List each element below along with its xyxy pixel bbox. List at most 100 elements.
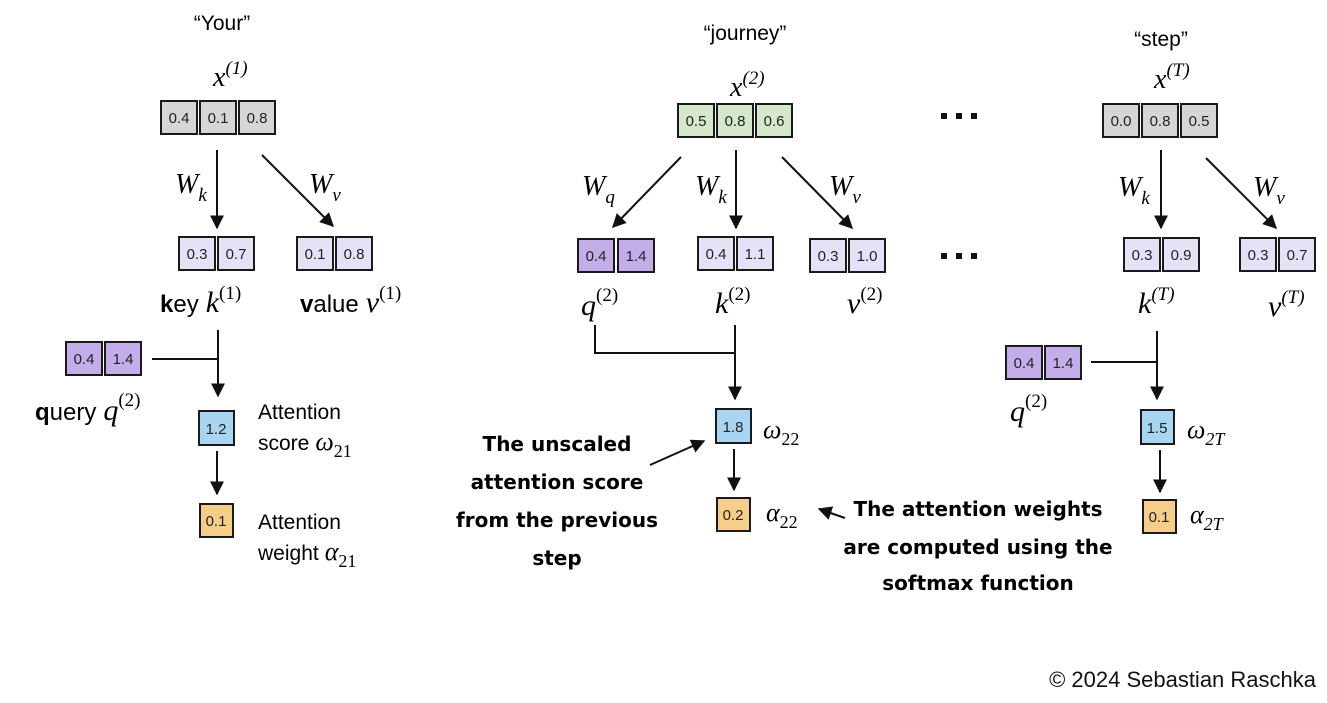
token-word: “journey”: [704, 22, 787, 45]
value-vector: 0.1 0.8: [296, 236, 373, 271]
value-cell: [296, 236, 334, 271]
query-value: 0.4: [586, 248, 607, 265]
key-label: k(T): [1138, 284, 1175, 320]
wv-label: Wv: [309, 169, 341, 206]
input-value: 0.8: [1150, 113, 1171, 130]
annotation-line: step: [532, 546, 581, 570]
value-projection-arrow: [781, 156, 853, 229]
input-vector: 0.4 0.1 0.8: [160, 100, 276, 135]
input-label: x(2): [729, 68, 765, 103]
value-cell: [1278, 237, 1316, 272]
annotation-arrow: [649, 439, 706, 466]
token-word: “step”: [1134, 28, 1188, 51]
query-value: 1.4: [626, 248, 647, 265]
annotation-line: attention score: [471, 470, 644, 494]
annotation-line: The attention weights: [853, 497, 1102, 521]
key-value: 0.9: [1171, 247, 1192, 264]
value-vector: 0.3 1.0: [809, 238, 886, 273]
score-cell: [1140, 409, 1175, 445]
input-value: 0.8: [247, 110, 268, 127]
weight-label: α2T: [1190, 500, 1225, 534]
wk-label: Wk: [175, 169, 207, 206]
input-cell: [199, 100, 237, 135]
input-value: 0.6: [764, 113, 785, 130]
annotation-arrow: [817, 506, 846, 520]
value-value: 0.7: [1287, 247, 1308, 264]
query-value: 1.4: [1053, 355, 1074, 372]
value-value: 0.8: [344, 246, 365, 263]
value-projection-arrow: [1205, 157, 1277, 229]
input-cell: [238, 100, 276, 135]
value-cell: [848, 238, 886, 273]
input-value: 0.4: [169, 110, 190, 127]
score-cell: [198, 410, 235, 446]
annotation-line: softmax function: [882, 571, 1074, 595]
score-value: 1.8: [723, 419, 744, 436]
key-vector: 0.3 0.9: [1123, 237, 1200, 272]
key-cell: [697, 236, 735, 271]
token-column-your: “Your” x(1) 0.4 0.1 0.8 Wk Wv 0.3 0.7 0.…: [35, 12, 401, 571]
wv-label: Wv: [829, 171, 861, 208]
input-value: 0.5: [686, 113, 707, 130]
value-value: 0.1: [305, 246, 326, 263]
key-cell: [1162, 237, 1200, 272]
weight-cell: [716, 497, 751, 532]
value-value: 0.3: [818, 248, 839, 265]
key-cell: [736, 236, 774, 271]
score-cell: [715, 408, 752, 444]
weight-caption: Attention: [258, 511, 341, 534]
value-label: v(2): [847, 284, 882, 320]
key-vector: 0.3 0.7: [178, 236, 255, 271]
query-cell: [1005, 345, 1043, 380]
input-value: 0.1: [208, 110, 229, 127]
ellipsis-dot: [956, 113, 962, 119]
query-connector: [594, 325, 735, 354]
query-vector: 0.4 1.4: [1005, 345, 1082, 380]
key-label: k(2): [715, 284, 750, 320]
annotation-line: are computed using the: [843, 535, 1112, 559]
weight-cell: [1142, 499, 1177, 534]
value-value: 0.3: [1248, 247, 1269, 264]
input-value: 0.5: [1189, 113, 1210, 130]
ellipsis-dot: [971, 113, 977, 119]
input-vector: 0.0 0.8 0.5: [1102, 103, 1218, 138]
ellipsis-middle: [941, 253, 977, 259]
weight-value: 0.1: [206, 513, 227, 530]
key-value: 1.1: [745, 246, 766, 263]
query-cell: [617, 238, 655, 273]
annotation-line: The unscaled: [483, 432, 632, 456]
value-label: v(T): [1268, 287, 1305, 323]
value-cell: [335, 236, 373, 271]
score-annotation: The unscaled attention score from the pr…: [456, 432, 706, 570]
input-value: 0.8: [725, 113, 746, 130]
wv-label: Wv: [1253, 172, 1285, 209]
ellipsis-top: [941, 113, 977, 119]
value-projection-arrow: [261, 154, 334, 227]
query-vector: 0.4 1.4: [65, 341, 142, 376]
key-cell: [178, 236, 216, 271]
score-value: 1.2: [206, 421, 227, 438]
key-value: 0.4: [706, 246, 727, 263]
input-cell: [1102, 103, 1140, 138]
key-value: 0.3: [1132, 247, 1153, 264]
score-value: 1.5: [1147, 420, 1168, 437]
annotation-line: from the previous: [456, 508, 658, 532]
input-cell: [1141, 103, 1179, 138]
input-cell: [1180, 103, 1218, 138]
value-value: 1.0: [857, 248, 878, 265]
token-column-step: “step” x(T) 0.0 0.8 0.5 Wk Wv 0.3 0.9 0.…: [1005, 28, 1316, 534]
query-value: 1.4: [113, 351, 134, 368]
value-cell: [809, 238, 847, 273]
ellipsis-dot: [941, 113, 947, 119]
input-vector: 0.5 0.8 0.6: [677, 103, 793, 138]
query-cell: [577, 238, 615, 273]
input-label: x(T): [1153, 60, 1190, 95]
input-cell: [716, 103, 754, 138]
query-label: q(2): [1010, 391, 1047, 428]
key-value: 0.7: [226, 246, 247, 263]
